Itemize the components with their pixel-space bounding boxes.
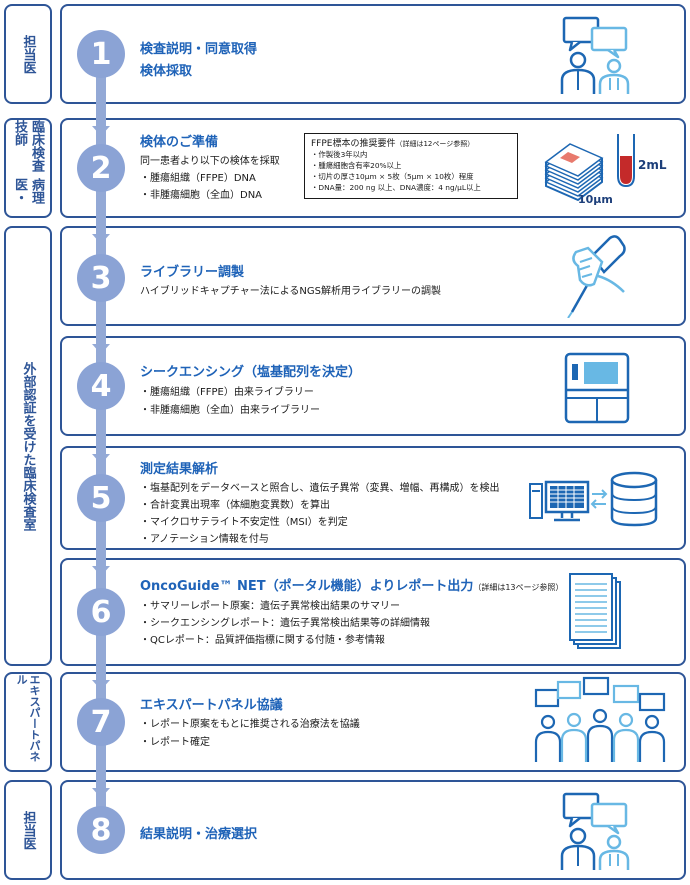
step-title: 検査説明・同意取得 — [140, 42, 258, 57]
step-number: 3 — [77, 254, 125, 302]
step-line: ・QCレポート：品質評価指標に関する付随・参考情報 — [140, 635, 385, 646]
flow-arrowhead — [92, 126, 110, 136]
ffpe-requirements-box: FFPE標本の推奨要件（詳細は12ページ参照） ・作製後3年以内 ・腫瘍細胞含有… — [304, 133, 518, 199]
step-number: 5 — [77, 474, 125, 522]
consultation-icon — [560, 792, 630, 870]
role-doctor-bottom: 担当医 — [4, 780, 52, 880]
step-line: ・腫瘍組織（FFPE）由来ライブラリー — [140, 387, 314, 398]
step-title: 結果説明・治療選択 — [140, 827, 258, 842]
flow-arrowhead — [92, 234, 110, 244]
step-subtitle: 検体採取 — [140, 64, 193, 79]
flow-arrowhead — [92, 566, 110, 576]
flow-connector — [96, 60, 106, 842]
step-number: 1 — [77, 30, 125, 78]
step-line: ・マイクロサテライト不安定性（MSI）を判定 — [140, 517, 348, 528]
step-number: 8 — [77, 806, 125, 854]
step-line: ・非腫瘍細胞（全血）DNA — [140, 190, 263, 201]
flow-arrowhead — [92, 680, 110, 690]
pipette-icon — [567, 235, 626, 318]
step-title: シークエンシング（塩基配列を決定） — [140, 365, 362, 380]
flow-arrowhead — [92, 454, 110, 464]
step-number: 2 — [77, 144, 125, 192]
step-line: ・シークエンシングレポート：遺伝子異常検出結果等の詳細情報 — [140, 618, 430, 629]
slide-thickness-label: 10μm — [578, 193, 613, 206]
slides-icon — [544, 143, 604, 202]
step-title: エキスパートパネル協議 — [140, 698, 283, 713]
step-title: 測定結果解析 — [140, 462, 219, 477]
step-line: ・レポート確定 — [140, 737, 210, 748]
consultation-icon — [560, 16, 630, 94]
requirement-item: ・作製後3年以内 — [311, 150, 368, 159]
step-title: OncoGuide™ NET（ポータル機能）よりレポート出力（詳細は13ページ参… — [140, 579, 564, 594]
blood-tube-icon — [617, 134, 635, 188]
role-doctor-top: 担当医 — [4, 4, 52, 104]
requirement-item: ・切片の厚さ10μm × 5枚（5μm × 10枚）程度 — [311, 172, 474, 181]
role-lab: 外部認証を受けた臨床検査室 — [4, 226, 52, 666]
role-pathology: 病理医・ 臨床検査技師 — [4, 118, 52, 218]
step-line: ・レポート原案をもとに推奨される治療法を協議 — [140, 719, 360, 730]
flow-arrowhead — [92, 344, 110, 354]
step-line: ・塩基配列をデータベースと照合し、遺伝子異常（変異、増幅、再構成）を検出 — [140, 483, 500, 494]
role-label: エキスパートパネル — [15, 674, 41, 762]
requirements-title: FFPE標本の推奨要件（詳細は12ページ参照） — [311, 139, 475, 149]
step-line: 同一患者より以下の検体を採取 — [140, 156, 280, 167]
flow-arrowhead — [92, 788, 110, 798]
step-title: ライブラリー調製 — [140, 265, 245, 280]
role-expert-panel: エキスパートパネル — [4, 672, 52, 772]
blood-volume-label: 2mL — [638, 158, 667, 172]
step-number: 4 — [77, 362, 125, 410]
expert-panel-icon — [534, 676, 666, 762]
step-number: 7 — [77, 698, 125, 746]
role-label: 担当医 — [20, 810, 36, 850]
step-line: ・合計変異出現率（体細胞変異数）を算出 — [140, 500, 330, 511]
step-line: ハイブリッドキャプチャー法によるNGS解析用ライブラリーの調製 — [140, 286, 441, 297]
role-label: 病理医・ 臨床検査技師 — [12, 120, 44, 204]
step-line: ・サマリーレポート原案：遺伝子異常検出結果のサマリー — [140, 601, 400, 612]
role-label: 担当医 — [20, 34, 36, 74]
report-stack-icon — [569, 573, 621, 649]
requirement-item: ・腫瘍細胞含有率20%以上 — [311, 161, 402, 170]
step-line: ・アノテーション情報を付与 — [140, 534, 269, 545]
role-label: 外部認証を受けた臨床検査室 — [20, 361, 36, 531]
step-number: 6 — [77, 588, 125, 636]
requirement-item: ・DNA量：200 ng 以上、DNA濃度：4 ng/μL以上 — [311, 183, 481, 192]
step-title: 検体のご準備 — [140, 135, 219, 150]
sequencer-icon — [564, 352, 630, 424]
step-line: ・非腫瘍細胞（全血）由来ライブラリー — [140, 405, 320, 416]
computer-database-icon — [529, 471, 658, 527]
step-box-7 — [60, 672, 686, 772]
step-line: ・腫瘍組織（FFPE）DNA — [140, 173, 256, 184]
